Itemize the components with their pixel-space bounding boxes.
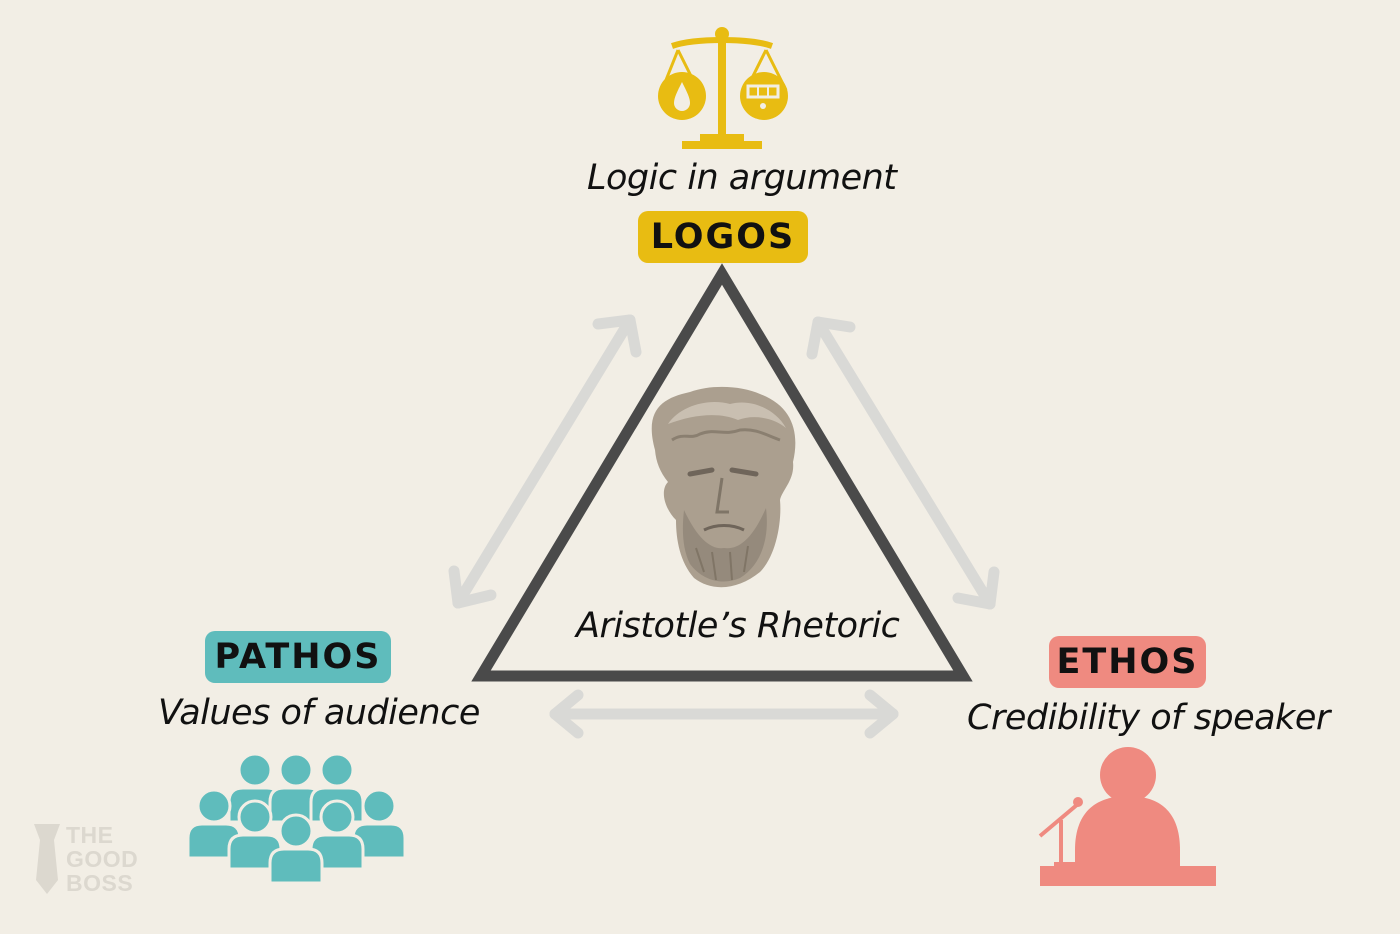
watermark-line-3: BOSS	[66, 870, 134, 896]
person-icon	[227, 799, 283, 871]
scales-icon	[658, 27, 788, 149]
aristotle-bust-icon	[651, 386, 796, 588]
audience-icon	[186, 752, 407, 885]
center-label: Aristotle’s Rhetoric	[576, 606, 900, 646]
pathos-badge: PATHOS	[205, 631, 391, 683]
logos-caption: Logic in argument	[587, 158, 897, 198]
watermark-line-1: THE	[66, 822, 114, 848]
person-icon	[351, 788, 407, 860]
person-icon	[268, 813, 324, 885]
arrow-pathos-ethos	[549, 689, 899, 739]
rhetoric-triangle	[471, 263, 973, 682]
arrow-logos-pathos	[448, 314, 642, 609]
pathos-caption: Values of audience	[158, 693, 480, 733]
person-icon	[309, 799, 365, 871]
person-icon	[268, 752, 324, 824]
watermark-tie-icon	[34, 824, 60, 894]
watermark-line-2: GOOD	[66, 846, 139, 872]
ethos-badge: ETHOS	[1049, 636, 1206, 688]
logos-badge: LOGOS	[638, 211, 808, 263]
ethos-caption: Credibility of speaker	[967, 698, 1330, 738]
person-icon	[186, 788, 242, 860]
speaker-icon	[1038, 747, 1216, 886]
arrow-logos-ethos	[806, 316, 1000, 610]
